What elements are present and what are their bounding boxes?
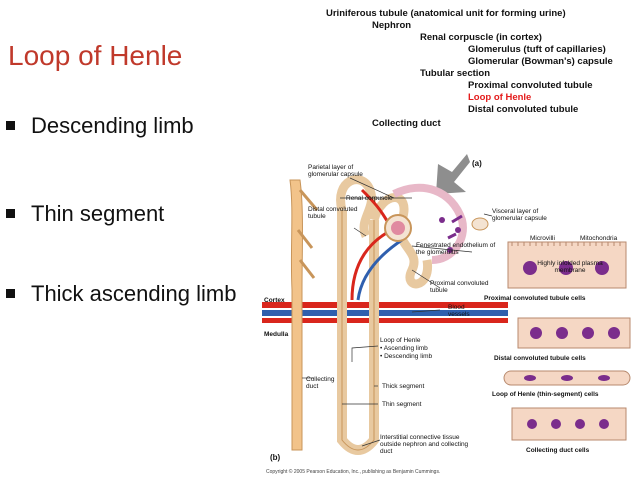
label-pct-cells: Proximal convoluted tubule cells xyxy=(484,295,586,302)
outline-tubular-section: Tubular section xyxy=(420,68,491,79)
label-loop-of-henle: Loop of Henle xyxy=(380,337,421,344)
nucleus-dot xyxy=(439,217,445,223)
podocyte-marks xyxy=(447,214,463,240)
slide-title: Loop of Henle xyxy=(8,40,183,71)
bullet-text: Thin segment xyxy=(31,201,165,226)
nucleus-dot xyxy=(575,419,585,429)
nucleus-dot xyxy=(608,327,620,339)
label-thick-segment: Thick segment xyxy=(382,383,424,390)
nucleus-dot xyxy=(527,419,537,429)
artery-band-lower xyxy=(262,318,508,323)
collecting-duct-shape xyxy=(289,179,303,451)
label-cd-wrap: Collecting duct xyxy=(306,376,335,390)
visceral-layer-detail xyxy=(471,217,489,231)
nucleus-dot xyxy=(595,261,609,275)
bullet-marker xyxy=(6,121,15,130)
nucleus-dot xyxy=(598,375,610,381)
label-mitochondria: Mitochondria xyxy=(580,235,618,242)
panel-b-label: (b) xyxy=(270,453,281,462)
label-descending: • Descending limb xyxy=(380,353,433,360)
outline-renal-corpuscle: Renal corpuscle (in cortex) xyxy=(420,32,542,43)
nucleus-dot xyxy=(530,327,542,339)
nucleus-dot xyxy=(556,327,568,339)
bullet-text: Descending limb xyxy=(31,113,194,138)
label-thin-segment: Thin segment xyxy=(382,401,422,408)
label-ascending: • Ascending limb xyxy=(380,345,428,352)
glomerulus-icon xyxy=(391,221,405,235)
label-infolded: Highly infolded plasma membrane xyxy=(537,260,603,274)
outline-root: Uriniferous tubule (anatomical unit for … xyxy=(326,8,566,19)
outline-root-title: Uriniferous tubule xyxy=(326,8,408,19)
distal-tubule-shape xyxy=(336,175,377,239)
label-parietal: Parietal layer of glomerular capsule xyxy=(308,164,363,178)
nucleus-dot xyxy=(524,375,536,381)
outline-dct: Distal convoluted tubule xyxy=(468,104,579,115)
collecting-duct-branches xyxy=(296,189,319,279)
label-microvilli: Microvilli xyxy=(530,235,555,242)
label-cortex: Cortex xyxy=(264,297,285,304)
label-thin-cells: Loop of Henle (thin-segment) cells xyxy=(492,391,599,398)
label-blood-wrap: Blood vessels xyxy=(448,304,470,318)
nucleus-dot xyxy=(523,261,537,275)
label-proximal-wrap: Proximal convoluted tubule xyxy=(430,280,489,294)
nucleus-dot xyxy=(559,261,573,275)
label-visceral: Visceral layer of glomerular capsule xyxy=(492,208,547,222)
label-fenestrated-wrap: Fenestrated endothelium of the glomerulu… xyxy=(416,242,496,256)
label-medulla: Medulla xyxy=(264,331,289,338)
outline-collecting-duct: Collecting duct xyxy=(372,118,441,129)
nucleus-dot xyxy=(582,327,594,339)
microvilli-marks xyxy=(511,242,621,246)
artery-band xyxy=(262,302,508,308)
bullet-text: Thick ascending limb xyxy=(31,281,237,306)
outline-pct: Proximal convoluted tubule xyxy=(468,80,593,91)
label-collecting-duct: Collecting duct xyxy=(306,376,335,390)
outline-loop-of-henle: Loop of Henle xyxy=(468,92,532,103)
diagram-labels: (a) (b) Parietal layer of glomerular cap… xyxy=(264,159,618,475)
outline-root-note: (anatomical unit for forming urine) xyxy=(410,8,566,19)
label-fenestrated: Fenestrated endothelium of the glomerulu… xyxy=(416,242,496,256)
label-interstitial-wrap: Interstitial connective tissue outside n… xyxy=(380,434,469,455)
label-proximal-tubule: Proximal convoluted tubule xyxy=(430,280,489,294)
label-renal-corpuscle: Renal corpuscle xyxy=(346,195,393,202)
nucleus-dot xyxy=(561,375,573,381)
label-dct-cells: Distal convoluted tubule cells xyxy=(494,355,586,362)
leader-lines xyxy=(302,177,493,447)
copyright-text: Copyright © 2005 Pearson Education, Inc.… xyxy=(266,468,440,475)
outline-glomerulus: Glomerulus (tuft of capillaries) xyxy=(468,44,606,55)
label-cd-cells: Collecting duct cells xyxy=(526,447,590,454)
vein-band xyxy=(262,310,508,316)
outline-nephron: Nephron xyxy=(372,20,412,31)
panel-a-label: (a) xyxy=(472,159,482,168)
label-interstitial: Interstitial connective tissue outside n… xyxy=(380,434,469,455)
pointer-arrow-icon xyxy=(436,154,470,194)
loop-of-henle-outline xyxy=(341,210,375,451)
efferent-vein xyxy=(356,238,403,301)
label-infolded-wrap: Highly infolded plasma membrane xyxy=(537,260,603,274)
nephron-diagram: (a) (b) Parietal layer of glomerular cap… xyxy=(262,150,638,479)
bullet-marker xyxy=(6,209,15,218)
label-parietal-wrap: Parietal layer of glomerular capsule xyxy=(308,164,363,178)
label-blood-vessels: Blood vessels xyxy=(448,304,470,318)
nucleus-dot xyxy=(599,419,609,429)
label-distal-tubule: Distal convoluted tubule xyxy=(308,206,358,220)
nucleus-dot xyxy=(455,227,461,233)
bullet-marker xyxy=(6,289,15,298)
label-distal-wrap: Distal convoluted tubule xyxy=(308,206,358,220)
nucleus-dot xyxy=(551,419,561,429)
label-visceral-wrap: Visceral layer of glomerular capsule xyxy=(492,208,547,222)
outline-bowmans-capsule: Glomerular (Bowman's) capsule xyxy=(468,56,613,67)
parietal-layer-shape xyxy=(392,183,467,264)
